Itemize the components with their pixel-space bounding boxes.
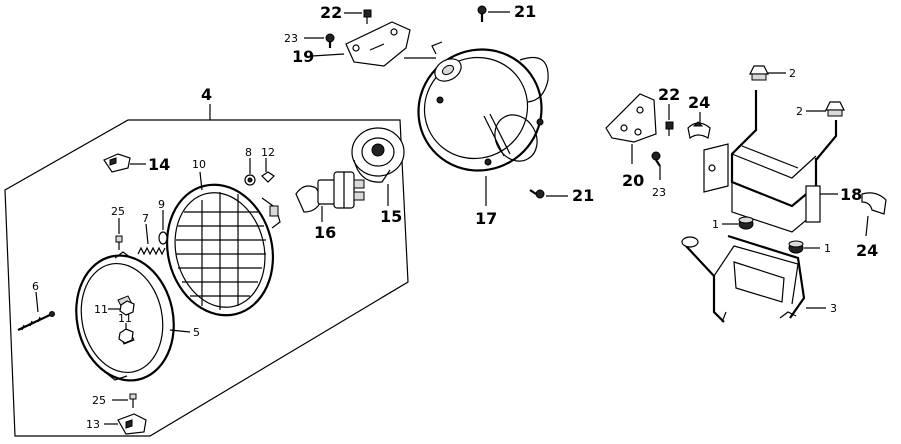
callout-1-left: 1 xyxy=(712,218,719,231)
callout-3: 3 xyxy=(830,302,837,315)
callout-14: 14 xyxy=(148,155,170,174)
callout-11-lower: 11 xyxy=(118,312,132,325)
callout-17: 17 xyxy=(475,209,497,228)
nut-11-upper xyxy=(119,300,135,316)
clip-24-upper xyxy=(687,121,711,140)
bolt-22-left xyxy=(363,9,372,24)
bracket-19 xyxy=(345,21,411,67)
cap-2-lower xyxy=(825,101,845,117)
leader-24-right xyxy=(865,215,869,237)
callout-5: 5 xyxy=(193,326,200,339)
callout-4: 4 xyxy=(201,85,212,104)
adjuster-9 xyxy=(158,231,168,245)
callout-24-right: 24 xyxy=(856,241,878,260)
callout-11-upper: 11 xyxy=(94,303,108,316)
screw-21-top xyxy=(477,5,487,22)
bolt-23-right xyxy=(651,151,661,167)
bulb-12 xyxy=(261,171,275,183)
leader-7 xyxy=(145,223,149,245)
leader-19 xyxy=(311,53,345,57)
headlight-holder-18 xyxy=(703,90,838,233)
bolt-23-left xyxy=(325,33,335,48)
headlight-case-17 xyxy=(417,41,549,172)
callout-10: 10 xyxy=(192,158,206,171)
bracket-20 xyxy=(605,93,657,143)
callout-9: 9 xyxy=(158,198,165,211)
callout-7: 7 xyxy=(142,212,149,225)
callout-2-lower: 2 xyxy=(796,105,803,118)
spring-7 xyxy=(137,246,166,256)
leader-5 xyxy=(169,329,191,333)
callout-6: 6 xyxy=(32,280,39,293)
headlight-stay-3 xyxy=(681,234,806,323)
nut-11-lower xyxy=(118,328,134,344)
callout-23-left: 23 xyxy=(284,32,298,45)
callout-20: 20 xyxy=(622,171,644,190)
headlight-bulb-16 xyxy=(295,171,365,213)
callout-8: 8 xyxy=(245,146,252,159)
cap-2-upper xyxy=(749,65,769,81)
headlight-assembly-group: 4 xyxy=(4,85,409,437)
callout-13: 13 xyxy=(86,418,100,431)
callout-24-upper: 24 xyxy=(688,93,710,112)
screw-6 xyxy=(17,311,55,331)
callout-21-top: 21 xyxy=(514,2,536,21)
screw-21-bottom xyxy=(529,189,545,199)
callout-25-lower: 25 xyxy=(92,394,106,407)
leader-10 xyxy=(199,171,203,191)
callout-21-bottom: 21 xyxy=(572,186,594,205)
leader-6 xyxy=(35,291,39,313)
callout-19: 19 xyxy=(292,47,314,66)
callout-2-upper: 2 xyxy=(789,67,796,80)
callout-22-left: 22 xyxy=(320,3,342,22)
callout-16: 16 xyxy=(314,223,336,242)
screw-25-lower xyxy=(129,393,137,408)
dust-boot-15 xyxy=(351,127,405,183)
grommet-1-right xyxy=(788,240,804,254)
callout-25-upper: 25 xyxy=(111,205,125,218)
headlight-lens-unit-10 xyxy=(165,183,281,317)
callout-15: 15 xyxy=(380,207,402,226)
callout-22-right: 22 xyxy=(658,85,680,104)
assembly-outline xyxy=(4,119,409,437)
clip-14 xyxy=(103,153,131,173)
screw-25-upper xyxy=(115,235,123,250)
clip-24-right xyxy=(861,192,887,215)
grommet-1-left xyxy=(738,216,754,230)
callout-12: 12 xyxy=(261,146,275,159)
callout-23-right: 23 xyxy=(652,186,666,199)
bolt-22-right xyxy=(665,121,674,136)
callout-1-right: 1 xyxy=(824,242,831,255)
socket-8 xyxy=(244,174,256,186)
clip-13 xyxy=(117,413,147,435)
callout-18: 18 xyxy=(840,185,862,204)
